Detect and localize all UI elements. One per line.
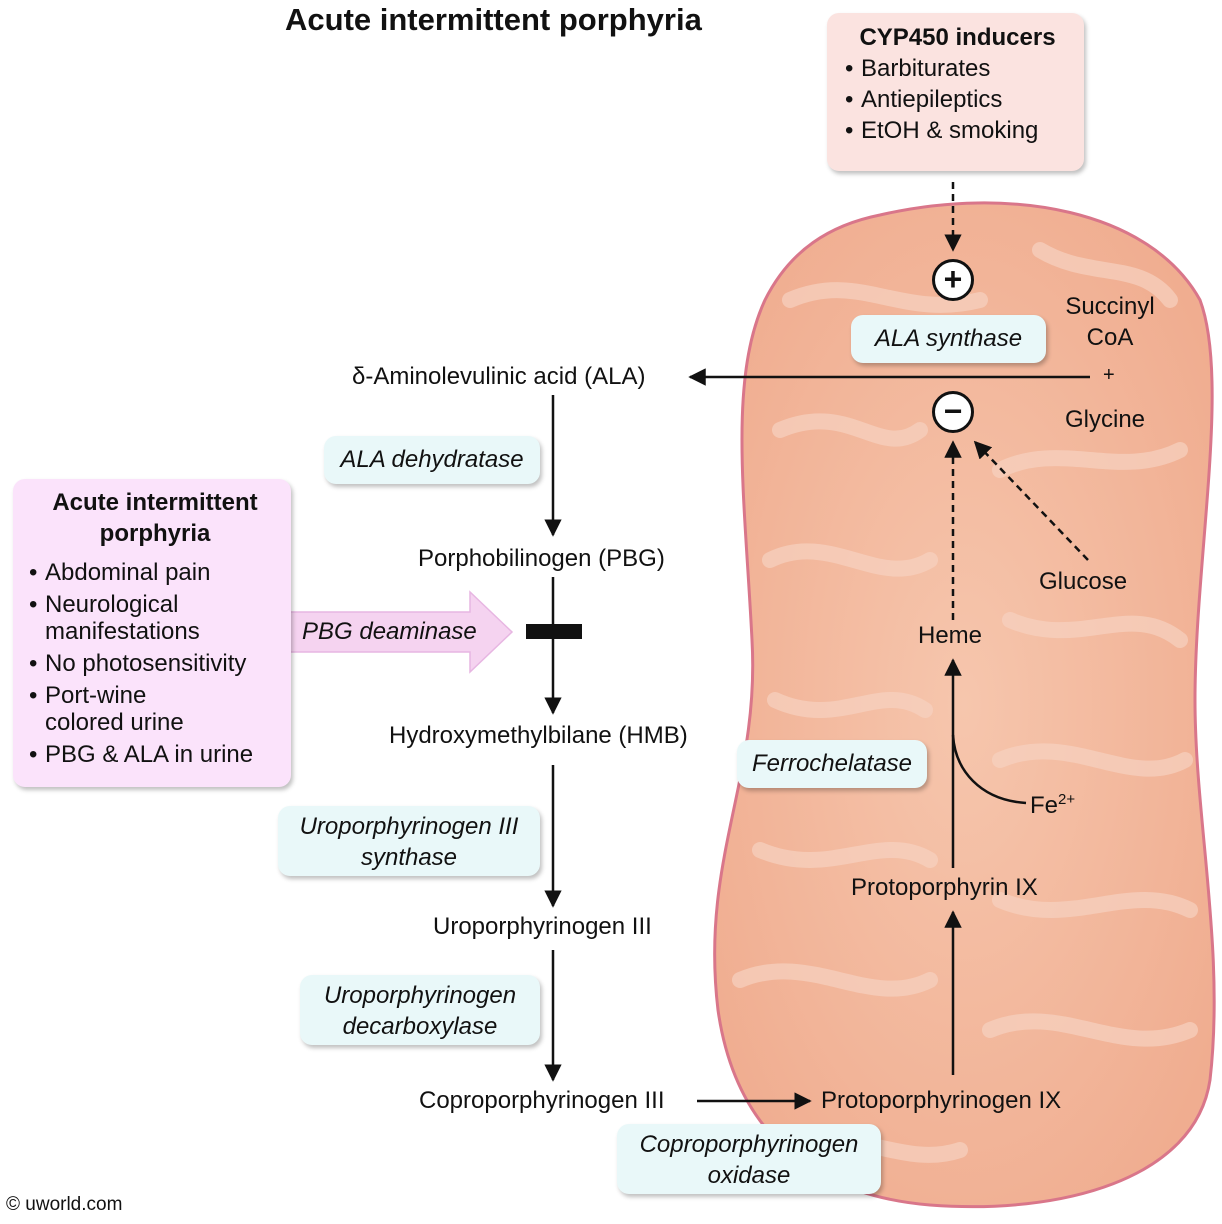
symptom-item: Abdominal pain xyxy=(29,559,281,586)
cyp450-item: Barbiturates xyxy=(845,53,1070,84)
enzyme-uroporphyrinogen-decarboxylase: Uroporphyrinogen decarboxylase xyxy=(300,975,540,1045)
cyp450-item: EtOH & smoking xyxy=(845,115,1070,146)
symptom-item: No photosensitivity xyxy=(29,650,281,677)
metabolite-ala: δ-Aminolevulinic acid (ALA) xyxy=(352,363,646,390)
metabolite-succinyl-coa: Succinyl CoA xyxy=(1065,293,1155,351)
metabolite-heme: Heme xyxy=(918,622,983,649)
enzyme-ala-dehydratase: ALA dehydratase xyxy=(324,436,540,484)
metabolite-glucose: Glucose xyxy=(1039,568,1128,595)
symptom-item: Port-wine colored urine xyxy=(29,682,205,736)
metabolite-hmb: Hydroxymethylbilane (HMB) xyxy=(389,722,688,749)
metabolite-protoporphyrin: Protoporphyrin IX xyxy=(851,874,1038,901)
iron-charge: 2+ xyxy=(1058,791,1076,808)
enzyme-ferrochelatase: Ferrochelatase xyxy=(737,740,927,788)
iron-symbol: Fe xyxy=(1030,792,1059,819)
cyp450-header: CYP450 inducers xyxy=(859,24,1056,51)
symptom-item: Neurological manifestations xyxy=(29,591,225,645)
symptom-item: PBG & ALA in urine xyxy=(29,741,281,768)
enzyme-coproporphyrinogen-oxidase: Coproporphyrinogen oxidase xyxy=(617,1124,881,1194)
cyp450-inducers-box: CYP450 inducers Barbiturates Antiepilept… xyxy=(827,13,1084,171)
arrow-glucose-to-inhibit xyxy=(973,440,1089,561)
metabolite-protoporphyrinogen: Protoporphyrinogen IX xyxy=(821,1087,1062,1114)
symptoms-header: Acute intermittent porphyria xyxy=(52,489,258,547)
page-title: Acute intermittent porphyria xyxy=(285,2,702,37)
copyright-credit: © uworld.com xyxy=(6,1194,123,1215)
symptoms-box: Acute intermittent porphyria Abdominal p… xyxy=(13,479,291,787)
enzyme-uroporphyrinogen-iii-synthase: Uroporphyrinogen III synthase xyxy=(278,806,540,876)
metabolite-glycine: Glycine xyxy=(1065,406,1146,433)
symptom-block-arrow xyxy=(289,590,514,674)
enzyme-ala-synthase: ALA synthase xyxy=(851,315,1046,363)
mitochondrion-cristae xyxy=(732,242,1198,1163)
cyp450-item: Antiepileptics xyxy=(845,84,1070,115)
metabolite-uroporphyrinogen: Uroporphyrinogen III xyxy=(433,913,652,940)
metabolite-coproporphyrinogen: Coproporphyrinogen III xyxy=(419,1087,665,1114)
plus-sign: + xyxy=(1103,364,1115,386)
metabolite-iron: Fe2+ xyxy=(1030,791,1075,820)
fe-incorporation-curve xyxy=(951,734,1027,805)
pbg-deaminase-block-bar xyxy=(526,624,582,639)
metabolite-pbg: Porphobilinogen (PBG) xyxy=(418,545,665,572)
stimulate-symbol: + xyxy=(932,259,974,301)
inhibit-symbol: − xyxy=(932,391,974,433)
enzyme-pbg-deaminase: PBG deaminase xyxy=(302,618,477,645)
